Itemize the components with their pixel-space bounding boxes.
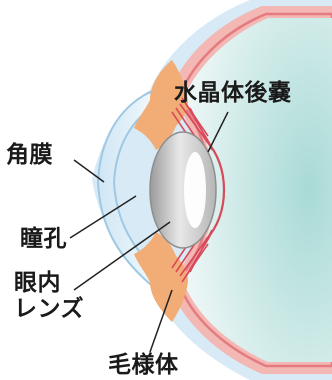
label-lens-line2: レンズ: [14, 296, 85, 323]
vitreous-body: [182, 18, 332, 362]
label-ciliary-body: 毛様体: [108, 352, 179, 378]
label-lens-line1: 眼内: [14, 270, 61, 296]
ciliary-lower: [134, 232, 188, 322]
lens-highlight: [184, 152, 206, 228]
label-posterior-capsule: 水晶体後嚢: [174, 80, 292, 106]
label-pupil: 瞳孔: [20, 226, 67, 252]
leader-posterior-capsule: [207, 111, 229, 153]
intraocular-lens: [149, 131, 217, 249]
leader-cornea: [73, 159, 105, 183]
cornea-shape: [96, 90, 160, 286]
ciliary-upper: [134, 60, 188, 150]
leader-pupil: [69, 195, 137, 239]
label-cornea: 角膜: [6, 142, 53, 168]
leader-lines: [69, 111, 229, 353]
label-intraocular-lens: 眼内 レンズ: [14, 270, 84, 323]
leader-ciliary: [149, 289, 173, 353]
leader-lens: [73, 221, 171, 291]
posterior-capsule-arc: [205, 139, 226, 241]
